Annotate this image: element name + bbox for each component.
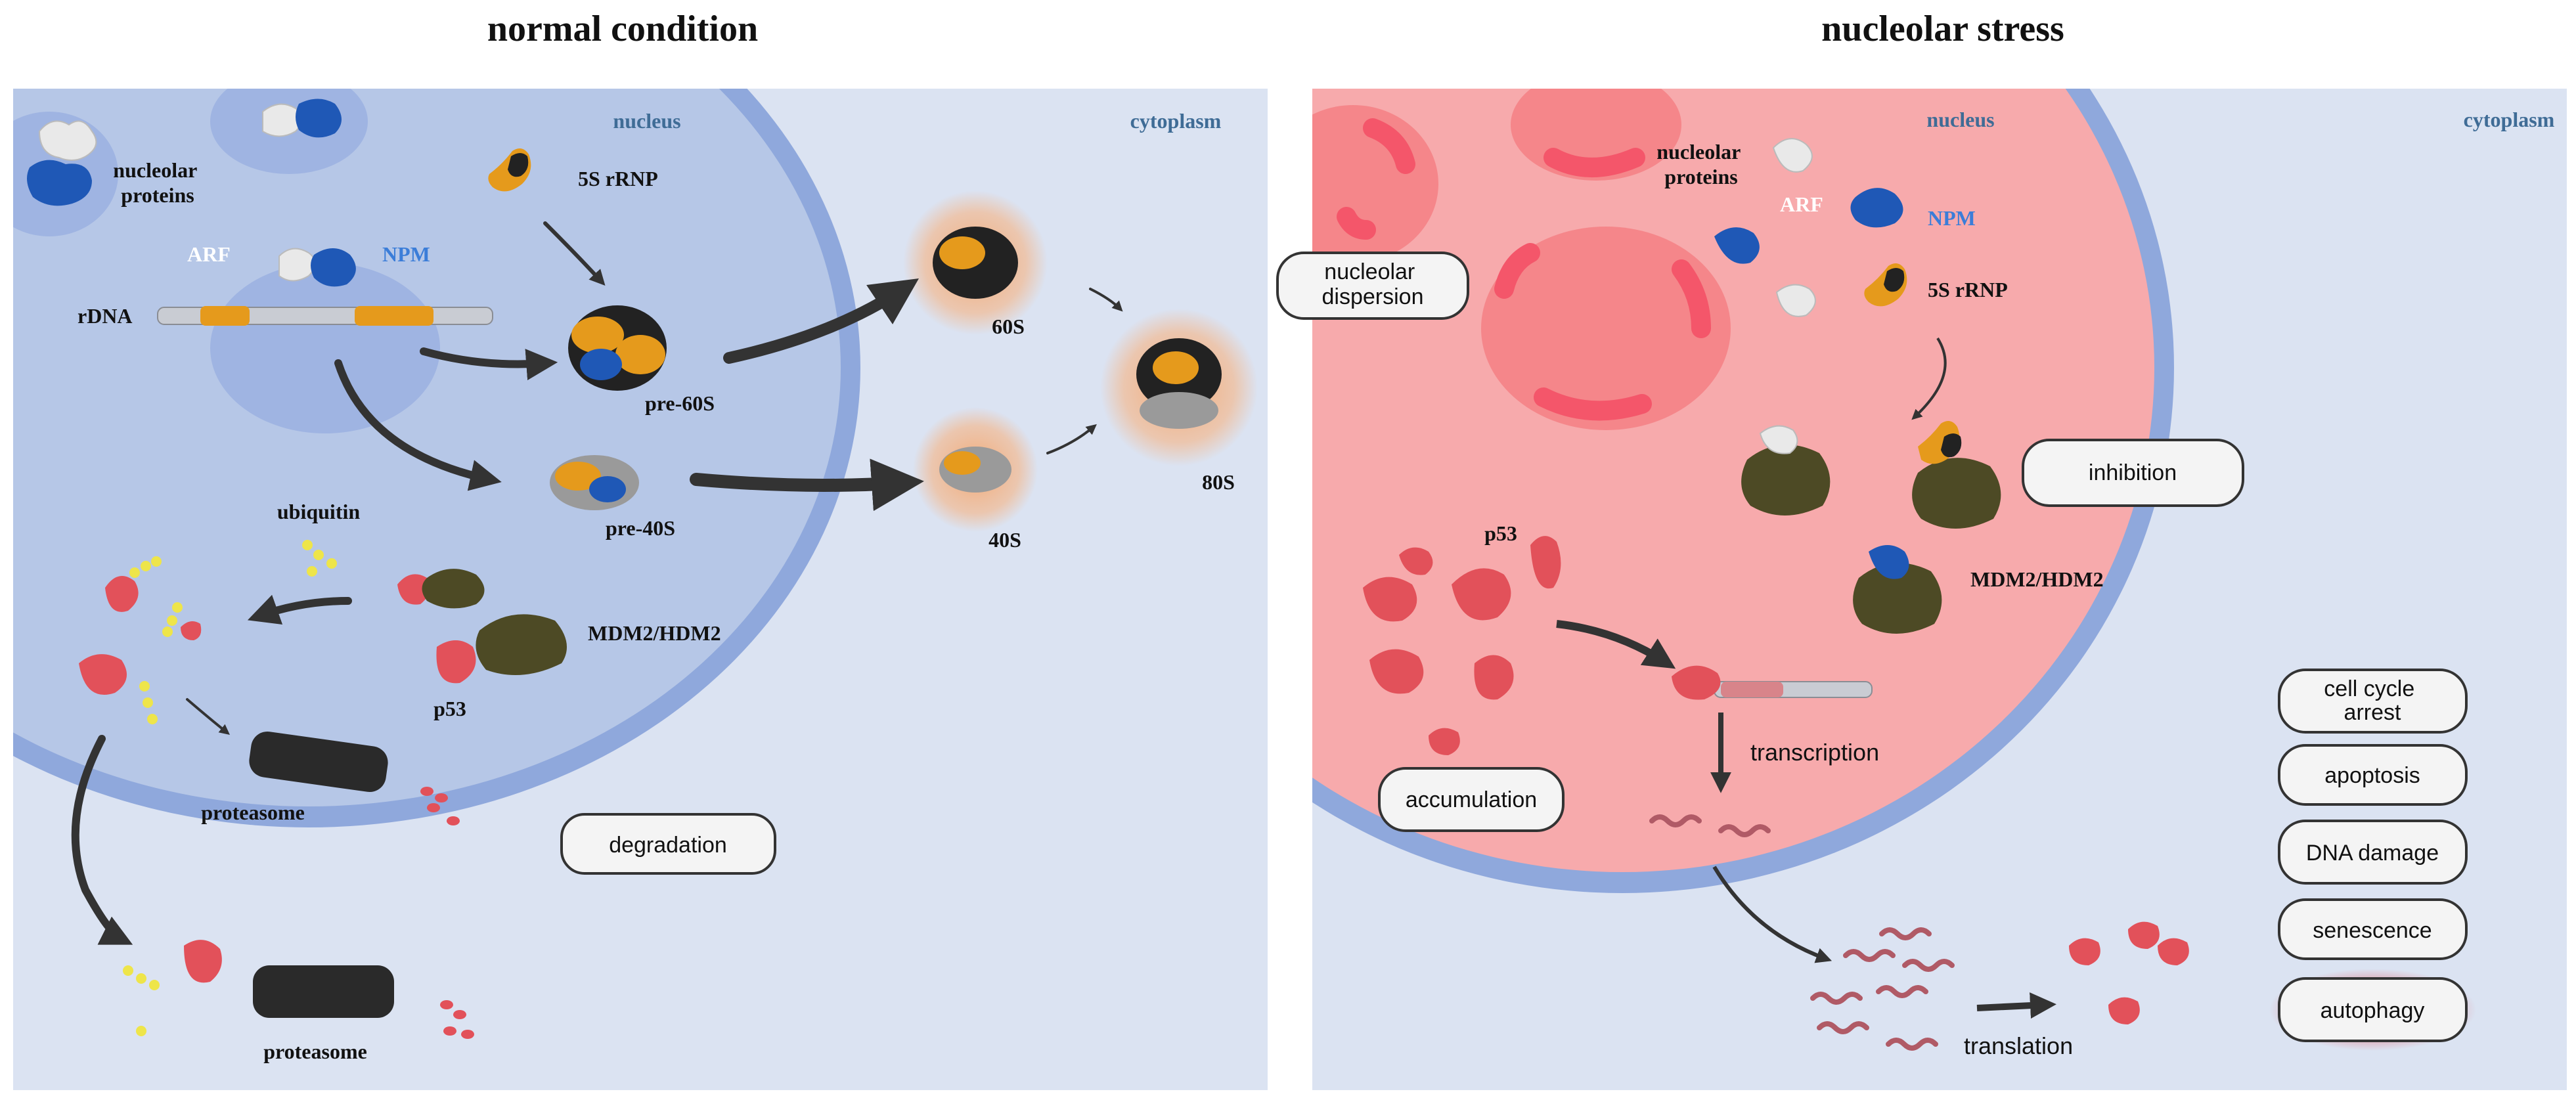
outcome-box-autophagy <box>2278 977 2468 1042</box>
rrnp-molecule-right <box>1864 263 1907 307</box>
nucleolus-rdna <box>210 263 440 433</box>
proteasome-inner <box>249 731 388 793</box>
left-panel <box>13 89 1268 1090</box>
outcome-cell-cycle-line1: cell cycle <box>2324 676 2414 701</box>
rdna-label: rDNA <box>78 304 133 328</box>
nucleolar-protein-cluster-left <box>27 99 342 206</box>
80s-small <box>1140 392 1218 429</box>
nucleolar-proteins-right-line2: proteins <box>1664 165 1737 188</box>
p53-molecules-right <box>1363 536 1561 755</box>
left-panel-title: normal condition <box>487 9 758 49</box>
p53-label-left: p53 <box>433 697 466 720</box>
ubiquitin-label: ubiquitin <box>277 500 361 523</box>
arf-molecule-right-top <box>1772 138 1813 173</box>
nucleolar-proteins-right-line1: nucleolar <box>1656 140 1741 164</box>
peptide-fragments-outer <box>440 1000 474 1039</box>
rdna-strand <box>157 306 493 326</box>
proteasome-outer <box>253 965 394 1018</box>
nucleus <box>13 89 841 806</box>
biogenesis-arrows <box>334 221 1123 512</box>
nucleus-label: nucleus <box>613 109 680 133</box>
transcription-label: transcription <box>1750 739 1879 766</box>
arf-molecule-right-2 <box>1775 284 1816 317</box>
nucleolar-dispersion-line1: nucleolar <box>1324 259 1415 284</box>
pre60s-label: pre-60S <box>645 391 715 415</box>
nucleolus-stress-left <box>1312 105 1438 263</box>
accumulation-label: accumulation <box>1406 787 1537 812</box>
nucleolar-proteins-line1: nucleolar <box>113 158 197 182</box>
outcome-cell-cycle-line2: arrest <box>2344 700 2401 725</box>
rrnp-to-mdm2-arrow <box>1911 337 1947 420</box>
outcome-box-senescence <box>2278 898 2468 960</box>
nucleolar-proteins-label-left: nucleolar proteins <box>113 158 202 207</box>
arf-label-right: ARF <box>1780 192 1823 216</box>
npm-molecule-left <box>311 248 356 287</box>
outcome-dna-damage-label: DNA damage <box>2306 841 2439 866</box>
outcome-senescence-label: senescence <box>2313 918 2432 943</box>
ubiquitinated-p53-outer <box>123 940 222 1036</box>
arf-label-left: ARF <box>187 242 231 266</box>
nucleolar-dispersion-label: nucleolar dispersion <box>1322 259 1424 309</box>
p53-to-dna-arrow <box>1556 620 1676 669</box>
nucleolar-dispersion-box <box>1276 252 1469 320</box>
mrna-strands <box>1649 814 1955 1051</box>
p53-label-right: p53 <box>1484 521 1517 545</box>
npm-molecule-right <box>1850 188 1903 228</box>
mdm2-label-right: MDM2/HDM2 <box>1970 567 2104 591</box>
rrnp-label-right: 5S rRNP <box>1928 278 2008 301</box>
mdm2-label-left: MDM2/HDM2 <box>588 621 721 645</box>
outcome-apoptosis-label: apoptosis <box>2324 763 2420 788</box>
pre60s-particle <box>568 305 667 391</box>
inhibition-label: inhibition <box>2089 460 2177 485</box>
rrnp-label-left: 5S rRNP <box>578 167 658 190</box>
80s-detail <box>1153 351 1199 384</box>
npm-molecule-right-2 <box>1714 227 1760 264</box>
60s-label: 60S <box>992 315 1025 338</box>
inhibition-box <box>2022 439 2244 507</box>
degradation-box <box>560 813 776 875</box>
degradation-arrows <box>71 594 352 945</box>
nucleolar-fragments <box>1337 118 1711 421</box>
outcome-autophagy-label: autophagy <box>2321 998 2425 1023</box>
pre40s-label: pre-40S <box>606 516 675 540</box>
mdm2-complexes-right <box>1741 421 2001 634</box>
translation-arrow <box>1976 992 2056 1019</box>
pre40s-particle <box>550 455 639 510</box>
nucleolar-proteins-label-right: nucleolar proteins <box>1656 140 1745 188</box>
outcome-box-apoptosis <box>2278 744 2468 806</box>
proteasome-label-outer: proteasome <box>263 1040 367 1063</box>
80s-label: 80S <box>1202 470 1235 494</box>
nucleolus-stress-center <box>1481 227 1731 430</box>
nucleolar-proteins-line2: proteins <box>121 183 194 207</box>
right-panel-title: nucleolar stress <box>1821 9 2064 49</box>
accumulation-box <box>1378 767 1565 832</box>
outcome-box-cell-cycle <box>2278 669 2468 734</box>
peptide-fragments-inner <box>420 787 460 825</box>
nucleus-label-right: nucleus <box>1926 108 1994 131</box>
npm-label-right: NPM <box>1928 206 1976 230</box>
mdm2-molecules-left <box>422 569 567 675</box>
40s-detail <box>944 451 981 475</box>
40s-label: 40S <box>988 528 1021 552</box>
cytoplasm-label: cytoplasm <box>1130 109 1222 133</box>
cytoplasm-label-right: cytoplasm <box>2464 108 2555 131</box>
degradation-label: degradation <box>609 833 727 858</box>
outcome-box-dna-damage <box>2278 820 2468 885</box>
translation-label: translation <box>1964 1032 2073 1059</box>
rrnp-molecule-left <box>488 148 531 192</box>
p53-on-dna <box>1672 665 1873 700</box>
ubiquitin-molecules <box>129 540 337 724</box>
outcome-cell-cycle-label: cell cycle arrest <box>2324 676 2420 725</box>
outcomes-list: cell cycle arrest apoptosis DNA damage s… <box>2269 669 2476 1051</box>
npm-label-left: NPM <box>382 242 430 266</box>
proteasome-label-inner: proteasome <box>201 801 305 824</box>
p53-molecules-left <box>79 574 476 695</box>
nucleolar-dispersion-line2: dispersion <box>1322 284 1424 309</box>
60s-detail <box>939 236 985 269</box>
mrna-to-translation-arrow <box>1712 866 1832 963</box>
translated-p53 <box>2069 921 2189 1024</box>
